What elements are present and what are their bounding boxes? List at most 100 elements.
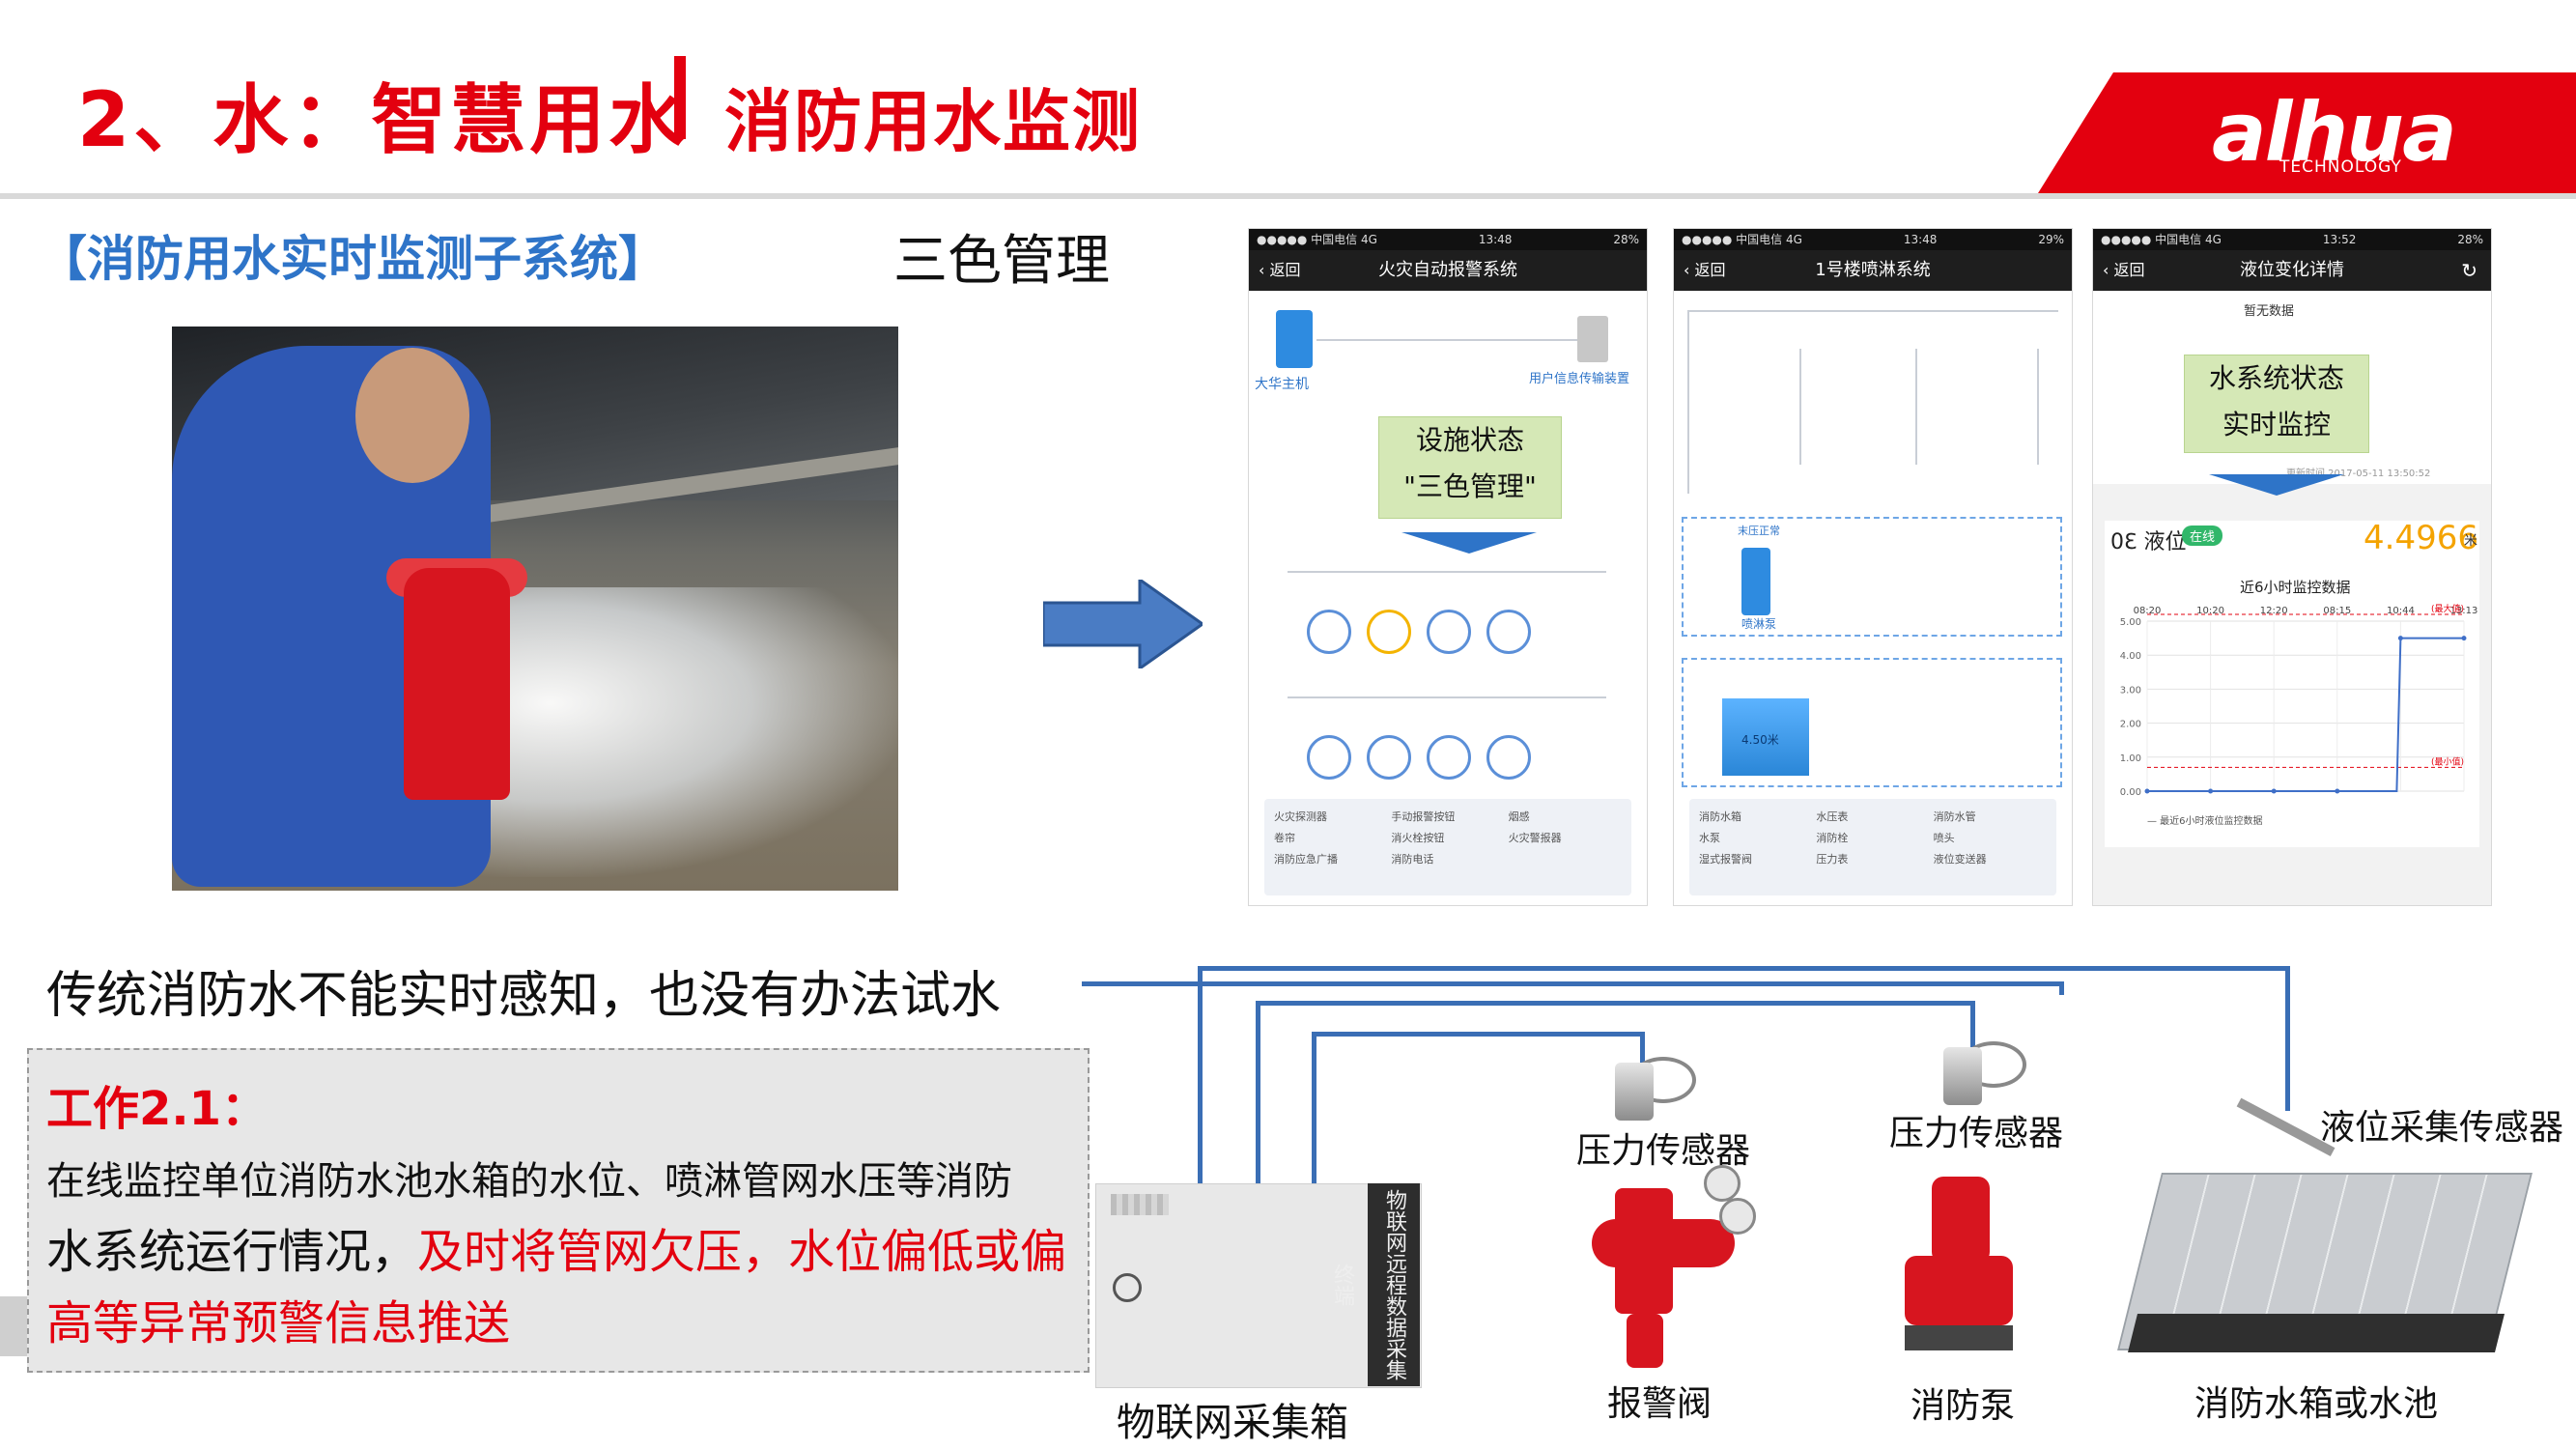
bus-line-2 [1288, 696, 1606, 698]
nav-bar: ‹ 返回 1号楼喷淋系统 [1674, 250, 2072, 291]
title-separator [674, 56, 686, 139]
three-color-label: 三色管理 [893, 230, 1110, 293]
threshold-label: (最大值) [2431, 603, 2464, 614]
legend-item: 喷头 [1933, 832, 1955, 844]
series-point [2144, 788, 2150, 794]
iot-collection-box [1095, 1183, 1422, 1388]
legend-item: 液位变送器 [1933, 853, 1987, 866]
screen-body: 暂无数据 水系统状态 实时监控 更新时间 2017-05-11 13:50:52… [2093, 291, 2491, 905]
device-label: 用户信息传输装置 [1529, 372, 1630, 386]
wire-mid [1256, 1001, 1970, 1006]
pump-label: 喷淋泵 [1741, 617, 1777, 631]
series-point [2335, 788, 2340, 794]
work-text-red: 及时将管网欠压，水位偏低或偏 [417, 1225, 1067, 1279]
pipe-branch [1799, 349, 1801, 465]
series-point [2271, 788, 2277, 794]
sensor3-label: 液位采集传感器 [2320, 1108, 2564, 1148]
work-title: 工作2.1： [46, 1082, 269, 1136]
wire-sensor2 [1970, 1001, 1975, 1051]
x-tick-label: 13:13 [2450, 606, 2478, 616]
phone-icon [1427, 735, 1471, 780]
wire-top-2 [1198, 966, 2285, 971]
pipe-top [1687, 310, 2058, 312]
level-value: 4.4966 [2364, 519, 2478, 557]
pressure-sensor-icon [1615, 1063, 1654, 1121]
back-button[interactable]: ‹ 返回 [1684, 261, 1726, 279]
gauge-icon [1719, 1198, 1756, 1235]
screen-title: 火灾自动报警系统 [1378, 260, 1517, 280]
work-text-line1: 在线监控单位消防水池水箱的水位、喷淋管网水压等消防 [46, 1159, 1012, 1204]
phone-screen-fire-alarm: ●●●●● 中国电信 4G 13:48 28% ‹ 返回 火灾自动报警系统 大华… [1248, 228, 1648, 906]
level-unit: 米 [2464, 533, 2477, 549]
battery-text: 29% [2038, 233, 2064, 246]
logo-tagline: TECHNOLOGY [2279, 157, 2402, 177]
status-time: 13:48 [1478, 233, 1513, 246]
water-status-callout: 水系统状态 实时监控 [2184, 355, 2369, 453]
chart-legend: — 最近6小时液位监控数据 [2147, 814, 2263, 827]
pipe-left [1687, 310, 1689, 494]
x-tick-label: 10:44 [2387, 606, 2415, 616]
x-tick-label: 12:20 [2260, 606, 2288, 616]
link-line [1316, 339, 1577, 341]
back-label: 返回 [2113, 261, 2145, 279]
left-tab [0, 1296, 27, 1356]
hydrant-photo [172, 327, 898, 891]
fire-pump-motor [1932, 1177, 1990, 1264]
alarm-button-icon [1367, 610, 1411, 654]
legend-item: 卷帘 [1274, 832, 1295, 844]
screen-body: 大华主机 用户信息传输装置 设施状态 "三色管理" 火灾探测器 手动报警按钮 烟… [1249, 291, 1647, 905]
legend-item: 水泵 [1699, 832, 1720, 844]
y-tick-label: 5.00 [2120, 617, 2141, 628]
callout-line2: "三色管理" [1403, 470, 1537, 502]
no-data-text: 暂无数据 [2244, 304, 2295, 319]
pump-panel: 喷淋泵 末压正常 [1682, 517, 2062, 637]
back-label: 返回 [1269, 261, 1301, 279]
callout-line1: 设施状态 [1415, 424, 1524, 456]
callout-line1: 水系统状态 [2208, 362, 2344, 394]
hydrant-button-icon [1307, 735, 1351, 780]
fire-pump-base [1905, 1325, 2013, 1350]
fire-hydrant [404, 568, 510, 800]
y-tick-label: 4.00 [2120, 651, 2141, 662]
pipe-branch [1915, 349, 1917, 465]
right-arrow-icon [1043, 580, 1203, 668]
work-text-plain: 水系统运行情况， [46, 1225, 418, 1279]
chart-title: 近6小时监控数据 [2240, 579, 2351, 596]
back-button[interactable]: ‹ 返回 [2103, 261, 2145, 279]
alarm-valve-label: 报警阀 [1607, 1384, 1713, 1424]
shutter-icon [1486, 610, 1531, 654]
legend-item: 湿式报警阀 [1699, 853, 1752, 866]
legend-item: 消防水管 [1933, 810, 1976, 823]
gauge-icon [1704, 1165, 1741, 1202]
facility-status-callout: 设施状态 "三色管理" [1378, 416, 1562, 519]
back-button[interactable]: ‹ 返回 [1259, 261, 1301, 279]
detector-icon [1307, 610, 1351, 654]
legend-panel: 火灾探测器 手动报警按钮 烟感 卷帘 消火栓按钮 火灾警报器 消防应急广播 消防… [1264, 799, 1631, 895]
wire-down-1 [1198, 966, 1203, 1183]
subsystem-label: 【消防用水实时监测子系统】 [39, 231, 666, 287]
y-tick-label: 0.00 [2120, 787, 2141, 798]
threshold-label: (最小值) [2431, 755, 2464, 767]
water-tank-base [2128, 1314, 2505, 1352]
pump-label: 消防泵 [1911, 1386, 2016, 1426]
water-spray [462, 587, 898, 877]
sensor1-label: 压力传感器 [1576, 1131, 1751, 1171]
screen-title: 1号楼喷淋系统 [1815, 260, 1931, 280]
pipe-branch [2037, 349, 2039, 465]
legend-item: 消防水箱 [1699, 810, 1741, 823]
nav-bar: ‹ 返回 液位变化详情 ↻ [2093, 250, 2491, 291]
legend-item: 火灾警报器 [1508, 832, 1562, 844]
refresh-icon[interactable]: ↻ [2461, 259, 2477, 282]
battery-text: 28% [2457, 233, 2483, 246]
alarm-valve-pipe [1627, 1314, 1663, 1368]
wire-down-2 [1256, 1001, 1260, 1183]
battery-text: 28% [1613, 233, 1639, 246]
legend-panel: 消防水箱 水压表 消防水管 水泵 消防栓 喷头 湿式报警阀 压力表 液位变送器 [1689, 799, 2056, 895]
box-caption: 物联网采集箱 [1117, 1401, 1348, 1445]
pressure-sensor-icon [1943, 1047, 1982, 1105]
legend-item: 消防电话 [1391, 853, 1434, 866]
legend-item: 水压表 [1816, 810, 1849, 823]
phone-screen-level-detail: ●●●●● 中国电信 4G 13:52 28% ‹ 返回 液位变化详情 ↻ 暂无… [2092, 228, 2492, 906]
legend-item: 手动报警按钮 [1391, 810, 1456, 823]
